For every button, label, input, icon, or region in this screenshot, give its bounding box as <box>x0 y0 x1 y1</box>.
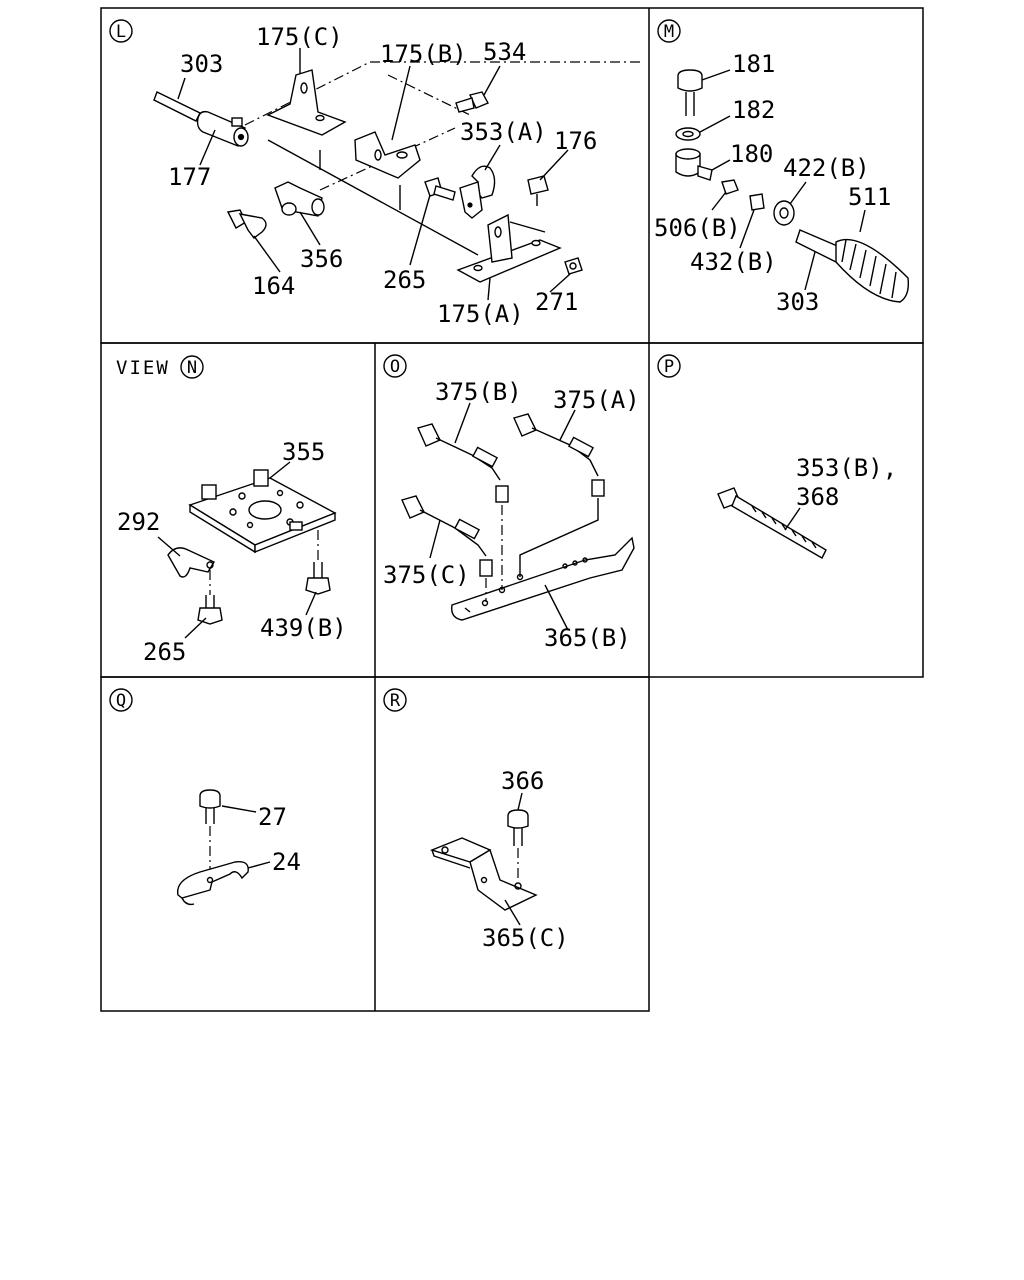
bolt-176 <box>527 175 549 206</box>
label-365c: 365(C) <box>482 924 569 952</box>
bolt-534 <box>455 91 489 113</box>
bracket-175a <box>456 213 562 283</box>
panel-n-letter-circle <box>180 355 204 379</box>
bolt-265-n <box>197 570 223 625</box>
panel-grid <box>100 7 924 1012</box>
label-175b: 175(B) <box>380 40 467 68</box>
panel-m-letter-circle <box>657 19 681 43</box>
leaders-r <box>504 792 523 926</box>
label-511: 511 <box>848 183 891 211</box>
panel-m-letter: M <box>664 22 674 42</box>
bracket-365c <box>429 837 538 911</box>
cable-375a <box>513 413 605 577</box>
label-181: 181 <box>732 50 775 78</box>
panel-l-letter-circle <box>109 19 133 43</box>
view-text: VIEW <box>116 357 170 379</box>
centerline-1 <box>244 61 640 126</box>
panel-n-letter: N <box>187 358 197 378</box>
panel-l-letter: L <box>116 22 126 42</box>
bolt-366 <box>507 809 529 882</box>
label-164: 164 <box>252 272 295 300</box>
label-365b: 365(B) <box>544 624 631 652</box>
bolt-181 <box>677 69 703 116</box>
label-175c: 175(C) <box>256 23 343 51</box>
bolt-265 <box>424 177 456 201</box>
bracket-175c <box>266 69 347 136</box>
panel-q: Q 27 24 <box>109 688 301 906</box>
label-422b: 422(B) <box>783 154 870 182</box>
bolt-27 <box>199 789 221 876</box>
panel-n: VIEW N <box>116 355 347 666</box>
label-356: 356 <box>300 245 343 273</box>
nut-422b <box>773 200 795 226</box>
label-375c: 375(C) <box>383 561 470 589</box>
panel-r-letter-circle <box>383 688 407 712</box>
label-366: 366 <box>501 767 544 795</box>
leaders-q <box>221 805 271 869</box>
label-175a: 175(A) <box>437 300 524 328</box>
panel-p-letter-circle <box>657 354 681 378</box>
leaders-m <box>699 69 866 291</box>
label-368: 368 <box>796 483 839 511</box>
label-303-m: 303 <box>776 288 819 316</box>
plate-355 <box>188 469 337 554</box>
cable-375b <box>417 423 509 590</box>
panel-o-letter: O <box>390 357 400 377</box>
leaders-l <box>177 48 571 301</box>
label-176: 176 <box>554 127 597 155</box>
panel-m: M <box>654 19 910 316</box>
label-180: 180 <box>730 140 773 168</box>
label-265: 265 <box>383 266 426 294</box>
label-24: 24 <box>272 848 301 876</box>
tee-356 <box>274 181 325 217</box>
label-182: 182 <box>732 96 775 124</box>
label-432b: 432(B) <box>690 248 777 276</box>
panel-l: L <box>109 19 640 328</box>
rod-303 <box>153 91 201 122</box>
label-271: 271 <box>535 288 578 316</box>
label-439b: 439(B) <box>260 614 347 642</box>
panel-p: P 353(B), 368 <box>657 354 897 559</box>
panel-q-letter-circle <box>109 688 133 712</box>
boot-511 <box>795 229 910 303</box>
label-506b: 506(B) <box>654 214 741 242</box>
panel-o: O <box>383 354 640 652</box>
label-375b: 375(B) <box>435 378 522 406</box>
bolt-439b <box>305 530 331 595</box>
frame-row-3 <box>100 676 650 1012</box>
clip-353a <box>459 165 496 219</box>
clamp-24 <box>176 861 249 906</box>
label-375a: 375(A) <box>553 386 640 414</box>
elbow-164 <box>226 209 267 239</box>
panel-r-letter: R <box>390 691 401 711</box>
label-265-n: 265 <box>143 638 186 666</box>
washer-182 <box>675 127 701 141</box>
panel-q-letter: Q <box>116 691 126 711</box>
cable-375c <box>401 495 493 602</box>
label-303: 303 <box>180 50 223 78</box>
label-534: 534 <box>483 38 526 66</box>
bracket-175b <box>354 131 421 179</box>
cable-tie-353b <box>717 487 827 559</box>
label-353b: 353(B), <box>796 454 897 482</box>
part-506b <box>721 179 739 195</box>
nut-271 <box>564 257 583 275</box>
label-177: 177 <box>168 163 211 191</box>
label-292: 292 <box>117 508 160 536</box>
panel-o-letter-circle <box>383 354 407 378</box>
leaders-o <box>429 402 576 631</box>
fitting-180 <box>675 148 713 181</box>
bracket-365b <box>451 536 635 621</box>
part-432b <box>749 193 765 211</box>
connector-177 <box>196 110 249 147</box>
panel-p-letter: P <box>664 357 674 377</box>
leaders-n <box>157 461 317 639</box>
label-27: 27 <box>258 803 287 831</box>
label-355: 355 <box>282 438 325 466</box>
label-353a: 353(A) <box>460 118 547 146</box>
leader-p <box>784 507 801 531</box>
panel-r: R 366 365(C) <box>383 688 569 952</box>
